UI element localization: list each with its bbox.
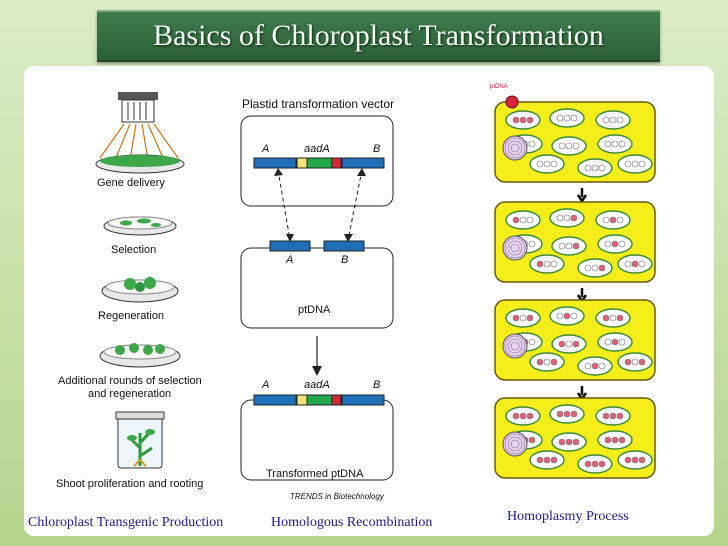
flank-label: A	[286, 254, 294, 266]
homoplasmy-diagram	[494, 95, 656, 479]
petri-dish-icon	[99, 343, 181, 368]
vector-heading: Plastid transformation vector	[242, 97, 395, 111]
petri-dish-icon	[103, 216, 177, 236]
arrow-down-icon	[576, 386, 588, 402]
source-credit: TRENDS in Biotechnology	[290, 492, 384, 501]
ptdna-label: ptDNA	[298, 304, 331, 316]
flank-label: B	[373, 143, 381, 155]
nucleus	[502, 333, 528, 359]
petri-dish-icon	[95, 154, 185, 174]
flank-label: A	[262, 379, 270, 391]
culture-jar-icon	[115, 411, 165, 469]
transformed-ptdna-label: Transformed ptDNA	[266, 468, 364, 480]
arrow-down-icon	[576, 188, 588, 204]
recombination-diagram	[240, 115, 394, 481]
step-label: Shoot proliferation and rooting	[56, 478, 204, 490]
nucleus	[502, 235, 528, 261]
flank-label: B	[341, 254, 349, 266]
flank-label: B	[373, 379, 381, 391]
flank-label: A	[262, 143, 270, 155]
nucleus	[502, 431, 528, 457]
gene-gun-icon	[99, 92, 179, 161]
caption-homologous-recombination: Homologous Recombination	[271, 515, 433, 530]
vector-particle	[505, 95, 519, 109]
slide-title: Basics of Chloroplast Transformation	[153, 19, 604, 52]
step-label: and regeneration	[88, 388, 172, 400]
gene-label: aadA	[304, 379, 330, 391]
step-label: Selection	[111, 244, 157, 256]
caption-homoplasmy: Homoplasmy Process	[507, 509, 629, 524]
arrow-down-icon	[576, 288, 588, 304]
transformation-steps-illustration	[95, 92, 185, 469]
gene-label: aadA	[304, 143, 330, 155]
title-bar: Basics of Chloroplast Transformation	[97, 10, 660, 62]
step-label: Additional rounds of selection	[58, 375, 202, 387]
petri-dish-icon	[101, 277, 179, 303]
caption-transgenic-production: Chloroplast Transgenic Production	[28, 515, 224, 530]
nucleus	[502, 135, 528, 161]
step-label: Regeneration	[98, 310, 165, 322]
step-label: Gene delivery	[97, 177, 165, 189]
cell-tag-label: ptDNA	[490, 84, 508, 90]
